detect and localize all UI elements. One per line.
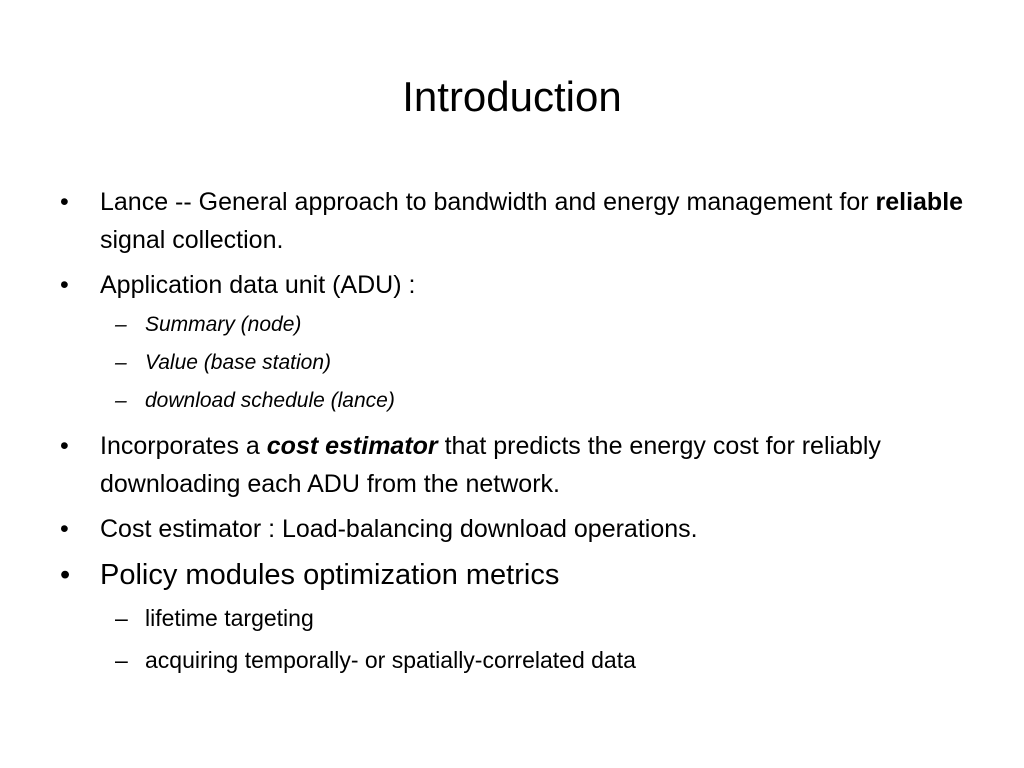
sub-bullet-text: Summary (node) — [145, 313, 302, 336]
bullet-text: Application data unit (ADU) : — [100, 271, 416, 299]
dash-marker: – — [115, 313, 127, 336]
bullet-text: Policy modules optimization metrics — [100, 559, 560, 591]
slide-title: Introduction — [402, 73, 622, 120]
bullet-text-tail: signal collection. — [100, 226, 284, 254]
bullet-adu: • Application data unit (ADU) : – Summar… — [60, 266, 980, 420]
dash-marker: – — [115, 605, 128, 631]
sub-bullet-value: – Value (base station) — [100, 344, 980, 382]
bullet-marker: • — [60, 271, 69, 299]
bullet-load-balancing: • Cost estimator : Load-balancing downlo… — [60, 510, 980, 548]
sub-bullet-list: – Summary (node) – Value (base station) … — [100, 306, 980, 420]
bullet-list: • Lance -- General approach to bandwidth… — [60, 183, 980, 685]
bullet-marker: • — [60, 188, 69, 216]
bullet-emphasis: reliable — [875, 188, 964, 216]
sub-bullet-text: acquiring temporally- or spatially-corre… — [145, 647, 636, 673]
bullet-text: Lance -- General approach to bandwidth a… — [100, 188, 876, 216]
bullet-text-tail: that predicts the energy cost for reliab… — [100, 432, 881, 498]
sub-bullet-text: lifetime targeting — [145, 605, 314, 631]
sub-bullet-correlated-data: – acquiring temporally- or spatially-cor… — [100, 639, 980, 681]
bullet-marker: • — [60, 515, 69, 543]
bullet-marker: • — [60, 559, 71, 591]
sub-bullet-download-schedule: – download schedule (lance) — [100, 382, 980, 420]
sub-bullet-list: – lifetime targeting – acquiring tempora… — [100, 597, 980, 681]
sub-bullet-text: download schedule (lance) — [145, 389, 395, 412]
bullet-marker: • — [60, 432, 69, 460]
bullet-policy-modules: • Policy modules optimization metrics – … — [60, 555, 980, 681]
bullet-text: Incorporates a — [100, 432, 267, 460]
sub-bullet-summary: – Summary (node) — [100, 306, 980, 344]
sub-bullet-text: Value (base station) — [145, 351, 331, 374]
dash-marker: – — [115, 351, 127, 374]
bullet-lance: • Lance -- General approach to bandwidth… — [60, 183, 980, 259]
sub-bullet-lifetime-targeting: – lifetime targeting — [100, 597, 980, 639]
bullet-emphasis: cost estimator — [266, 432, 438, 460]
bullet-text: Cost estimator : Load-balancing download… — [100, 515, 698, 543]
dash-marker: – — [115, 647, 128, 673]
dash-marker: – — [115, 389, 127, 412]
bullet-cost-estimator: • Incorporates a cost estimator that pre… — [60, 427, 980, 503]
